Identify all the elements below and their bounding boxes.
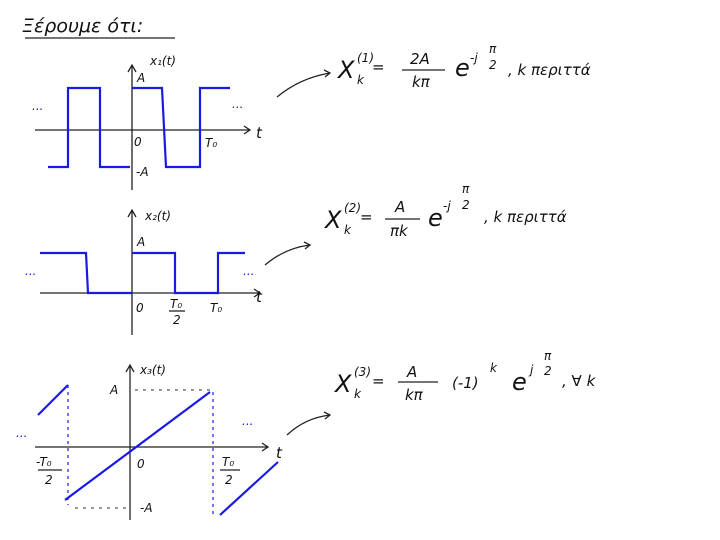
axis-label: t bbox=[256, 288, 263, 306]
sup: (2) bbox=[344, 201, 361, 215]
eq: = bbox=[372, 372, 385, 390]
cond: , k περιττά bbox=[508, 61, 591, 79]
sub: k bbox=[354, 387, 362, 401]
dashed-levels bbox=[75, 389, 210, 509]
dots-left: ... bbox=[25, 264, 36, 278]
x: X bbox=[323, 206, 342, 234]
dots-right: ... bbox=[232, 97, 243, 111]
eq: = bbox=[372, 58, 385, 76]
num: A bbox=[394, 198, 405, 216]
cond: , k περιττά bbox=[484, 208, 567, 226]
den: kπ bbox=[412, 73, 431, 91]
neg-half-num: -T₀ bbox=[36, 455, 52, 469]
square-wave-x2 bbox=[40, 251, 245, 295]
label: x₂(t) bbox=[144, 209, 171, 223]
t-axis bbox=[40, 288, 262, 298]
origin-label: 0 bbox=[134, 135, 142, 149]
y-axis bbox=[127, 208, 137, 335]
arrow-icon bbox=[286, 411, 332, 436]
neg-amp-label: -A bbox=[136, 165, 149, 179]
half-den: 2 bbox=[173, 313, 181, 327]
t-axis bbox=[35, 442, 270, 452]
exp: -j bbox=[443, 199, 451, 213]
exp-num: π bbox=[489, 42, 497, 56]
amp-label: A bbox=[136, 71, 145, 85]
formula-2: X (2) k = A πk e -j π 2 , k περιττά bbox=[323, 182, 567, 240]
e: e bbox=[428, 204, 443, 232]
y-axis bbox=[125, 363, 135, 520]
sub: k bbox=[344, 223, 352, 237]
title: Ξέρουμε ότι: bbox=[22, 15, 143, 37]
period-label: T₀ bbox=[210, 301, 222, 315]
square-wave-x1 bbox=[48, 86, 230, 169]
formula-3: X (3) k = A kπ (-1) k e j π 2 , ∀ k bbox=[333, 349, 597, 404]
exp-num: π bbox=[462, 182, 470, 196]
exp-den: 2 bbox=[462, 198, 470, 212]
e: e bbox=[512, 368, 527, 396]
exp: -j bbox=[470, 51, 478, 65]
num: A bbox=[406, 363, 417, 381]
graph-x1: x₁(t) A -A 0 T₀ t ... ... bbox=[32, 54, 263, 190]
x: X bbox=[333, 370, 352, 398]
label: x₃(t) bbox=[139, 363, 166, 377]
paren: (-1) bbox=[452, 374, 479, 392]
exp-num: π bbox=[544, 349, 552, 363]
x: X bbox=[336, 56, 355, 84]
dots-right: ... bbox=[243, 264, 254, 278]
y-axis bbox=[127, 63, 137, 190]
axis-label: t bbox=[276, 444, 283, 462]
num: 2A bbox=[410, 50, 430, 68]
paren-exp: k bbox=[490, 361, 498, 375]
exp-den: 2 bbox=[544, 364, 552, 378]
eq: = bbox=[360, 208, 373, 226]
cond: , ∀ k bbox=[562, 372, 597, 390]
dots-left: ... bbox=[16, 426, 27, 440]
neg-amp-label: -A bbox=[140, 501, 153, 515]
formula-1: X (1) k = 2A kπ e -j π 2 , k περιττά bbox=[336, 42, 591, 91]
half-num: T₀ bbox=[222, 455, 234, 469]
graph-x2: x₂(t) A 0 T₀ 2 T₀ t ... ... bbox=[25, 208, 263, 335]
half-den: 2 bbox=[225, 473, 233, 487]
amp-label: A bbox=[109, 383, 118, 397]
dashed-verticals bbox=[67, 385, 214, 518]
sub: k bbox=[357, 73, 365, 87]
dots-right: ... bbox=[242, 414, 253, 428]
origin-label: 0 bbox=[137, 457, 145, 471]
half-num: T₀ bbox=[170, 297, 182, 311]
graph-x3: x₃(t) A 0 -A -T₀ 2 T₀ 2 t ... ... bbox=[16, 363, 283, 520]
sup: (3) bbox=[354, 365, 371, 379]
period-label: T₀ bbox=[205, 136, 217, 150]
arrow-icon bbox=[276, 69, 332, 98]
dots-left: ... bbox=[32, 99, 43, 113]
origin-label: 0 bbox=[136, 301, 144, 315]
den: kπ bbox=[405, 386, 424, 404]
exp: j bbox=[528, 363, 534, 377]
den: πk bbox=[390, 222, 409, 240]
axis-label: t bbox=[256, 124, 263, 142]
e: e bbox=[455, 54, 470, 82]
sup: (1) bbox=[357, 51, 374, 65]
arrow-icon bbox=[264, 241, 312, 266]
half-den: 2 bbox=[45, 473, 53, 487]
sawtooth-x3 bbox=[37, 384, 279, 516]
t-axis bbox=[35, 125, 252, 135]
label: x₁(t) bbox=[149, 54, 176, 68]
exp-den: 2 bbox=[489, 58, 497, 72]
amp-label: A bbox=[136, 235, 145, 249]
